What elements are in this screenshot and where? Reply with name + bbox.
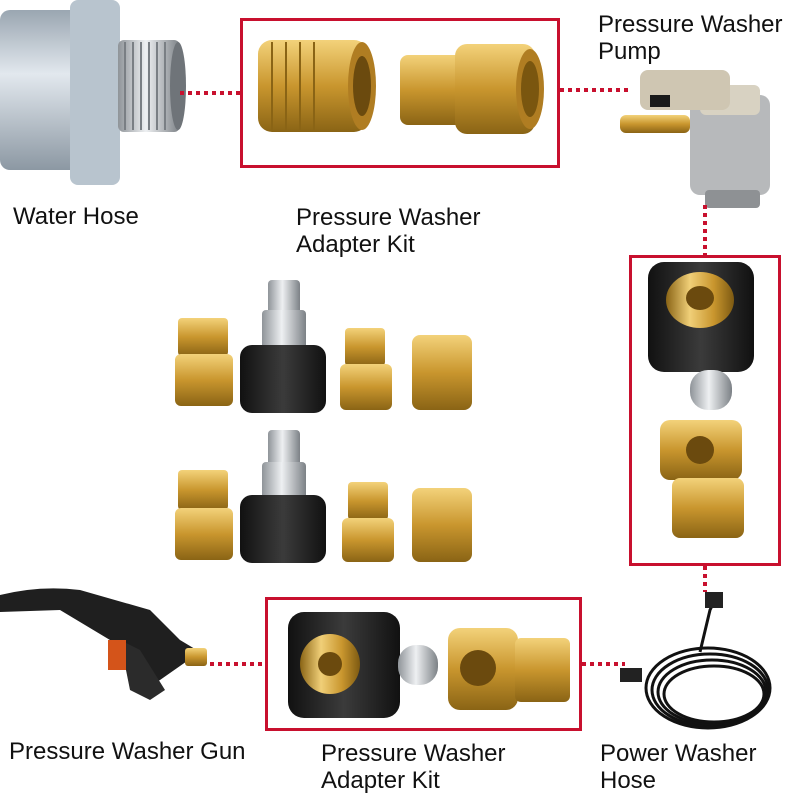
top-adapter-kit-image xyxy=(258,40,544,134)
top-kit-label-line1: Pressure Washer xyxy=(296,204,481,231)
hose-label: Power Washer Hose xyxy=(600,740,757,794)
pump-image xyxy=(620,70,770,208)
pressure-hose-image xyxy=(620,592,772,730)
water-hose-image xyxy=(0,0,186,185)
top-kit-label-line2: Adapter Kit xyxy=(296,231,415,258)
water-hose-label: Water Hose xyxy=(13,203,139,230)
gun-label: Pressure Washer Gun xyxy=(9,738,246,765)
right-kit-frame xyxy=(629,255,781,566)
bottom-kit-label-line2: Adapter Kit xyxy=(321,767,440,794)
bottom-kit-frame xyxy=(265,597,582,731)
spray-gun-image xyxy=(0,588,207,700)
hose-label-line2: Hose xyxy=(600,767,657,794)
gun-label-text: Pressure Washer Gun xyxy=(9,738,246,765)
adapter-set-row-1 xyxy=(175,280,472,413)
adapter-set-row-2 xyxy=(175,430,472,563)
bottom-adapter-pair-image xyxy=(288,612,570,718)
top-kit-label: Pressure Washer Adapter Kit xyxy=(296,204,481,258)
pump-label-line2: Pump xyxy=(598,38,661,65)
pump-label: Pressure Washer Pump xyxy=(598,11,783,65)
water-hose-label-text: Water Hose xyxy=(13,203,139,230)
pump-label-line1: Pressure Washer xyxy=(598,11,783,38)
connector-lines xyxy=(180,88,707,666)
right-adapter-pair-image xyxy=(648,262,754,538)
bottom-kit-label: Pressure Washer Adapter Kit xyxy=(321,740,506,794)
hose-label-line1: Power Washer xyxy=(600,740,757,767)
top-kit-frame xyxy=(240,18,560,168)
bottom-kit-label-line1: Pressure Washer xyxy=(321,740,506,767)
